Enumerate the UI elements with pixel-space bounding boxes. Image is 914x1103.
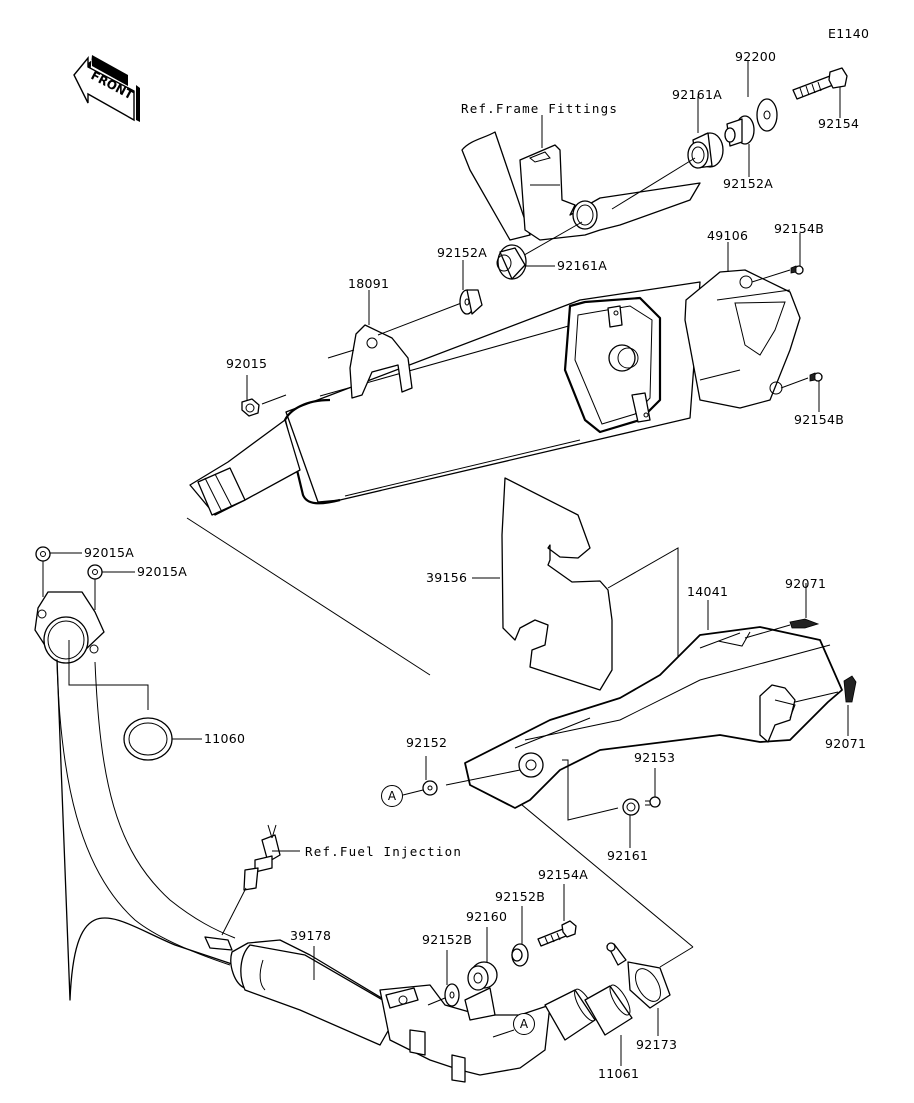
leader-92015A-1 (42, 552, 82, 597)
part-label-18091[interactable]: 18091 (348, 276, 390, 291)
oxygen-sensor (243, 824, 281, 891)
part-label-92154[interactable]: 92154 (818, 116, 860, 131)
part-label-92160[interactable]: 92160 (466, 909, 508, 924)
part-label-39156[interactable]: 39156 (426, 570, 468, 585)
bracket-18091 (327, 324, 413, 399)
part-label-92071-right[interactable]: 92071 (825, 736, 867, 751)
part-label-92154B-bottom[interactable]: 92154B (794, 412, 845, 427)
leader-92071-right-to-cover (794, 691, 839, 703)
collar-92152A-mid (459, 289, 483, 315)
gasket-11061 (584, 984, 633, 1036)
leader-clamp-to-A-path (659, 946, 694, 968)
part-label-11060[interactable]: 11060 (204, 731, 246, 746)
ref-fuel-injection-label[interactable]: Ref.Fuel Injection (305, 844, 463, 859)
collar-92152B-right (511, 943, 529, 967)
collar-92152B-left (444, 983, 460, 1007)
part-label-92200[interactable]: 92200 (735, 49, 777, 64)
part-label-92161A-mid[interactable]: 92161A (557, 258, 608, 273)
screw-92154B-top (790, 265, 804, 275)
part-label-39178[interactable]: 39178 (290, 928, 332, 943)
part-label-92173[interactable]: 92173 (636, 1037, 678, 1052)
part-label-11061[interactable]: 11061 (598, 1066, 640, 1081)
grommet-92161 (622, 798, 640, 816)
nut-92015A-1 (35, 546, 51, 562)
part-label-92071-top[interactable]: 92071 (785, 576, 827, 591)
heat-insulator-39156 (501, 477, 613, 691)
part-label-92015[interactable]: 92015 (226, 356, 268, 371)
nut-92015A-2 (87, 564, 103, 580)
part-label-92152B-left[interactable]: 92152B (422, 932, 473, 947)
leader-92152-to-A (402, 789, 424, 796)
leader-92071-top-to-cover (744, 624, 791, 639)
ref-frame-fittings-label[interactable]: Ref.Frame Fittings (461, 101, 619, 116)
reference-marker-A-upper: A (381, 785, 403, 807)
muffler-body (189, 281, 701, 516)
leader-sensor-to-pipe (221, 887, 247, 936)
screw-92154B-bottom (809, 372, 823, 382)
part-label-92154B-top[interactable]: 92154B (774, 221, 825, 236)
gasket-11060 (123, 717, 173, 761)
leader-11060-bracket (68, 640, 149, 710)
leader-92154B-bottom-to-guard (780, 377, 809, 389)
exhaust-header-pipe (34, 591, 596, 1083)
part-label-92161A-top[interactable]: 92161A (672, 87, 723, 102)
leader-A-bottom (492, 1029, 515, 1038)
leader-92154B-top-to-guard (751, 269, 791, 283)
leader-92015-to-muffler (261, 394, 287, 405)
leader-18091-to-collar (377, 301, 465, 336)
part-label-92015A-1[interactable]: 92015A (84, 545, 135, 560)
leader-92152B-left-to-bracket (427, 997, 446, 1006)
nut-92015 (241, 398, 260, 417)
heat-guard-49106 (684, 269, 801, 409)
bolt-92154A (537, 920, 577, 947)
reference-marker-A-lower: A (513, 1013, 535, 1035)
part-label-92152B-right[interactable]: 92152B (495, 889, 546, 904)
part-label-92161[interactable]: 92161 (607, 848, 649, 863)
front-direction-arrow-icon: FRONT (73, 55, 140, 122)
part-label-92152A-mid[interactable]: 92152A (437, 245, 488, 260)
part-label-92154A[interactable]: 92154A (538, 867, 589, 882)
grommet-92071-top (789, 618, 820, 629)
part-label-92152A-top[interactable]: 92152A (723, 176, 774, 191)
part-label-92152[interactable]: 92152 (406, 735, 448, 750)
bushing-92161A-top (687, 132, 724, 169)
leader-92015A-2 (94, 571, 135, 610)
leader-reference-A-path (186, 517, 694, 948)
grommet-92071-right (843, 675, 857, 703)
frame-fitting-bracket (461, 131, 701, 241)
part-label-92153[interactable]: 92153 (634, 750, 676, 765)
clamp-92173 (606, 942, 671, 1009)
bolt-92154 (792, 67, 848, 100)
collar-92153 (645, 796, 661, 808)
diagram-code: E1140 (828, 26, 870, 41)
part-label-49106[interactable]: 49106 (707, 228, 749, 243)
part-label-14041[interactable]: 14041 (687, 584, 729, 599)
leader-92161-bracket (562, 759, 619, 821)
cover-14041 (464, 626, 843, 809)
leader-92152-to-cover (445, 769, 521, 786)
washer-92200 (756, 98, 778, 132)
washer-92152 (422, 780, 438, 796)
leader-bushing-to-bracket (611, 157, 696, 210)
damper-92160 (467, 961, 498, 991)
part-label-92015A-2[interactable]: 92015A (137, 564, 188, 579)
bushing-92161A-mid (496, 244, 527, 280)
collar-92152A-top (724, 115, 755, 147)
